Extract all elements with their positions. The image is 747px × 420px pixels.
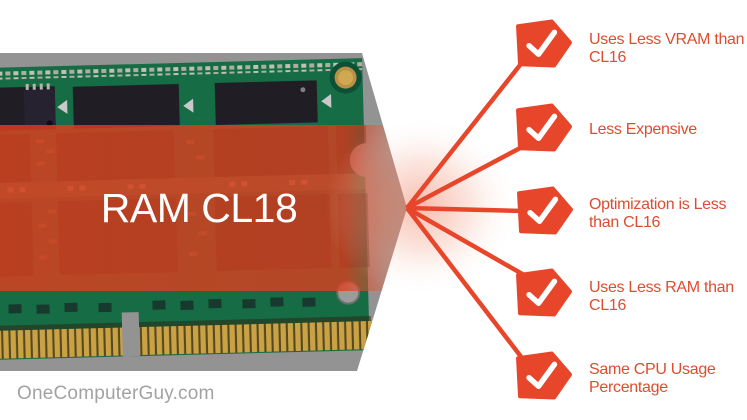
- benefit-label: Same CPU Usage Percentage: [589, 361, 716, 396]
- check-icon: [527, 196, 559, 224]
- eeprom-chip: [23, 83, 56, 129]
- check-icon: [526, 361, 558, 389]
- benefit-badge: [517, 186, 573, 235]
- benefit-badge: [516, 268, 572, 317]
- leader-line: [405, 206, 526, 277]
- tip-glow: [324, 116, 520, 296]
- leader-line: [405, 144, 526, 210]
- watermark: OneComputerGuy.com: [17, 383, 215, 404]
- leader-line: [406, 205, 525, 214]
- benefit-label: Uses Less RAM than CL16: [589, 279, 734, 314]
- check-icon: [526, 278, 558, 306]
- leader-line: [405, 206, 524, 360]
- overlay-title: RAM CL18: [100, 185, 298, 231]
- benefit-badge: [516, 103, 572, 152]
- check-icon: [526, 29, 558, 57]
- benefit-label: Uses Less VRAM than CL16: [589, 31, 745, 66]
- leader-lines: [405, 58, 526, 360]
- benefit-badge: [516, 19, 572, 68]
- benefit-label: Less Expensive: [589, 121, 697, 138]
- benefit-label: Optimization is Less than CL16: [589, 196, 727, 231]
- leader-line: [405, 58, 526, 210]
- benefit-badge: [516, 351, 572, 400]
- check-icon: [526, 113, 558, 141]
